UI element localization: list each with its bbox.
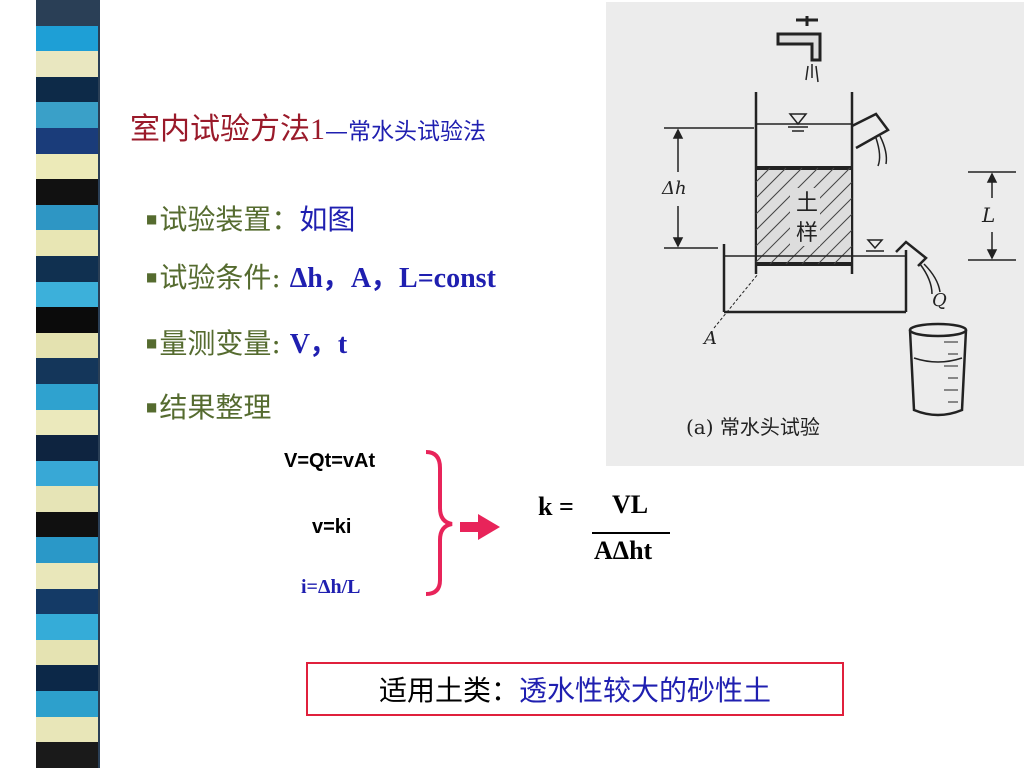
q-label: Q (932, 290, 947, 311)
bullet-label: 试验条件: (159, 261, 281, 294)
stripe-segment (36, 25, 98, 52)
bullet-value: V，t (289, 329, 348, 360)
overflow-stream (875, 135, 888, 167)
water-level-icon (788, 113, 808, 132)
bullet-square-icon: ■ (146, 212, 158, 226)
stripe-segment (36, 230, 98, 256)
stripe-segment (36, 537, 98, 564)
bullet-square-icon: ■ (146, 270, 158, 284)
bullet-value: 如图 (299, 203, 356, 236)
stripe-segment (36, 691, 98, 717)
stripe-segment (36, 281, 98, 308)
applicable-soil-box: 适用土类：透水性较大的砂性土 (306, 662, 844, 716)
brace-arrow-graphic (425, 450, 500, 596)
stripe-segment (36, 102, 98, 128)
outflow-stream (919, 263, 941, 295)
stripe-segment (36, 486, 98, 512)
equation-volume: V=Qt=vAt (284, 450, 376, 472)
bullet-conditions: ■试验条件: Δh，A，L=const (146, 256, 496, 296)
bullet-results: ■结果整理 (146, 386, 271, 426)
right-brace-icon (425, 450, 453, 596)
title-subtitle: —常水头试验法 (325, 119, 486, 145)
figure-caption: (a) 常水头试验 (686, 415, 820, 439)
stripe-segment (36, 435, 98, 461)
soil-label-2: 样 (796, 221, 818, 246)
applicable-value: 透水性较大的砂性土 (519, 674, 772, 707)
stripe-segment (36, 563, 98, 589)
stripe-segment (36, 511, 98, 538)
bullet-value: Δh，A，L=const (289, 263, 496, 294)
apparatus-figure: 土 样 Δh (606, 2, 1024, 466)
water-level-icon (866, 239, 884, 252)
stripe-segment (36, 153, 98, 180)
stripe-segment (36, 179, 98, 205)
stripe-segment (36, 639, 98, 666)
l-dimension (968, 171, 1016, 261)
stripe-segment (36, 255, 98, 282)
title-main: 室内试验方法 (130, 112, 310, 147)
k-formula-denominator: AΔht (594, 536, 653, 565)
decorative-stripe-bar (36, 0, 100, 768)
constant-head-apparatus-diagram: 土 样 Δh (661, 16, 1016, 439)
soil-label-1: 土 (796, 191, 818, 216)
bullet-apparatus: ■试验装置：如图 (146, 198, 355, 238)
lower-tank (722, 240, 928, 314)
dh-label: Δh (661, 178, 687, 199)
right-arrow-icon (460, 514, 500, 540)
k-formula-lhs: k = (538, 492, 574, 521)
stripe-segment (36, 742, 98, 768)
applicable-label: 适用土类： (378, 674, 519, 707)
stripe-segment (36, 307, 98, 333)
stripe-segment (36, 127, 98, 154)
soil-sample (755, 166, 853, 266)
stripe-segment (36, 716, 98, 743)
title-number: 1 (310, 113, 325, 146)
stripe-segment (36, 409, 98, 436)
l-label: L (981, 203, 995, 227)
stripe-segment (36, 332, 98, 359)
stripe-segment (36, 383, 98, 410)
bullet-square-icon: ■ (146, 336, 158, 350)
bullet-label: 结果整理 (159, 391, 272, 424)
bullet-measured: ■量测变量: V，t (146, 322, 347, 362)
stripe-edge (98, 0, 100, 768)
stripe-segment (36, 588, 98, 615)
stripe-segment (36, 204, 98, 231)
beaker-icon (908, 322, 968, 417)
bullet-label: 试验装置： (159, 203, 300, 236)
stripe-segment (36, 460, 98, 487)
stripe-segment (36, 0, 98, 26)
a-label: A (702, 328, 717, 349)
equation-darcy: v=ki (312, 516, 352, 538)
slide-title: 室内试验方法1—常水头试验法 (130, 104, 486, 148)
equation-gradient: i=Δh/L (301, 576, 361, 598)
bullet-square-icon: ■ (146, 400, 158, 414)
stripe-segment (36, 665, 98, 692)
stripe-segment (36, 614, 98, 640)
dh-dimension (664, 127, 754, 249)
stripe-segment (36, 76, 98, 103)
k-formula-numerator: VL (612, 490, 649, 519)
stripe-segment (36, 51, 98, 77)
stripe-segment (36, 358, 98, 384)
bullet-label: 量测变量: (159, 327, 281, 360)
faucet-icon (776, 16, 822, 83)
fraction-bar (592, 532, 670, 534)
